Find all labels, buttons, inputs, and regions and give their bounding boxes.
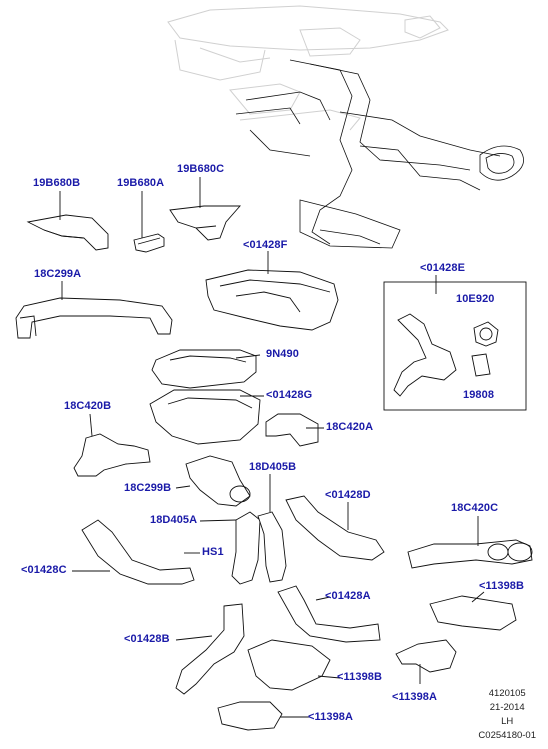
callout-18C299B[interactable]: 18C299B [124, 482, 172, 494]
callout-01428F[interactable]: <01428F [243, 239, 288, 251]
part-01428D [285, 495, 385, 561]
callout-18C420B[interactable]: 18C420B [64, 400, 112, 412]
callout-19B680C[interactable]: 19B680C [177, 163, 225, 175]
callout-01428E[interactable]: <01428E [420, 262, 466, 274]
part-illustrations [15, 205, 533, 731]
callout-01428G[interactable]: <01428G [266, 389, 313, 401]
callout-18C420A[interactable]: 18C420A [326, 421, 374, 433]
callout-19B680A[interactable]: 19B680A [117, 177, 165, 189]
callout-10E920[interactable]: 10E920 [456, 293, 495, 305]
callout-19B680B[interactable]: 19B680B [33, 177, 81, 189]
callout-01428C[interactable]: <01428C [21, 564, 67, 576]
part-18C420C [407, 539, 533, 569]
part-01428G [149, 389, 261, 445]
part-11398B-right [429, 595, 517, 631]
part-11398A-right [395, 639, 457, 673]
callout-11398A-bottom[interactable]: <11398A [308, 711, 354, 723]
leader-lines [59, 177, 485, 718]
part-19B680A [133, 233, 165, 253]
figure-side: LH [501, 716, 514, 727]
part-19B680B [26, 214, 109, 251]
part-18C299A [15, 297, 173, 339]
callout-01428D[interactable]: <01428D [325, 489, 371, 501]
part-18D405A [231, 511, 261, 585]
part-19808 [471, 353, 491, 377]
callout-HS1[interactable]: HS1 [202, 546, 224, 558]
callout-11398B-top[interactable]: <11398B [479, 580, 525, 592]
callout-18D405A[interactable]: 18D405A [150, 514, 198, 526]
callout-18C299A[interactable]: 18C299A [34, 268, 82, 280]
part-01428E [393, 313, 457, 397]
callout-9N490[interactable]: 9N490 [266, 348, 299, 360]
part-01428F [205, 269, 339, 331]
part-9N490 [151, 349, 257, 389]
part-11398B-center [247, 639, 331, 691]
figure-reference: C0254180-01 [478, 730, 536, 741]
part-19B680C [169, 205, 241, 241]
callout-01428B[interactable]: <01428B [124, 633, 170, 645]
part-10E920 [473, 321, 499, 347]
part-18C299B [185, 455, 251, 507]
callout-11398B[interactable]: <11398B [337, 671, 383, 683]
part-18C420A [265, 413, 319, 447]
part-01428A [277, 585, 381, 643]
part-01428B [175, 603, 245, 695]
part-18D405B [257, 511, 287, 583]
group-box-01428E [383, 281, 527, 411]
figure-code: 4120105 [488, 688, 526, 699]
callout-01428A[interactable]: <01428A [325, 590, 371, 602]
callout-11398A-right[interactable]: <11398A [392, 691, 438, 703]
dashboard-ghost-outline [167, 5, 449, 131]
callout-19808[interactable]: 19808 [463, 389, 495, 401]
callout-18C420C[interactable]: 18C420C [451, 502, 499, 514]
figure-date: 21-2014 [489, 702, 525, 713]
part-11398A-bottom [217, 701, 283, 731]
callout-18D405B[interactable]: 18D405B [249, 461, 297, 473]
dashboard-hvac-assembly [235, 59, 524, 249]
part-01428C [81, 519, 195, 585]
part-18C420B [73, 433, 151, 477]
figure-id-block: 4120105 21-2014 LH C0254180-01 [478, 687, 536, 743]
